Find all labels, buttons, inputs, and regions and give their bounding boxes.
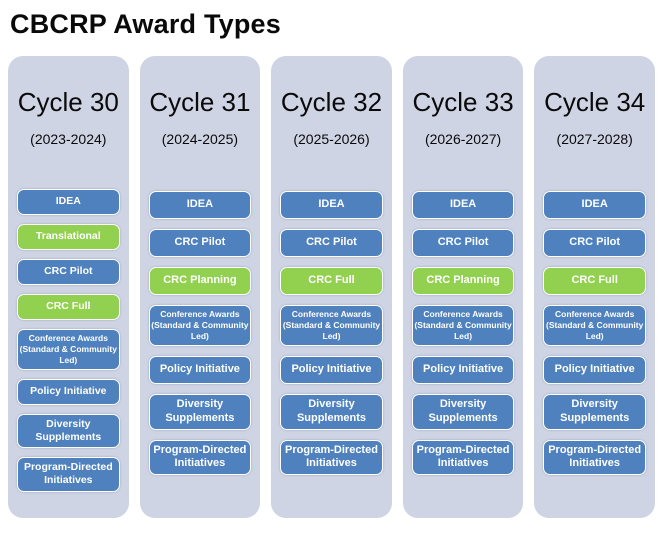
award-diversity-supplements: Diversity Supplements <box>17 414 120 449</box>
cycle-31-title: Cycle 31 <box>149 87 251 117</box>
award-diversity-supplements: Diversity Supplements <box>411 394 515 430</box>
cycle-32-years: (2025-2026) <box>293 130 370 147</box>
cycle-33-title: Cycle 33 <box>412 87 514 117</box>
award-idea: IDEA <box>543 190 646 219</box>
award-diversity-supplements: Diversity Supplements <box>148 394 252 430</box>
award-program-directed-initiatives: Program-Directed Initiatives <box>411 439 515 476</box>
award-diversity-supplements: Diversity Supplements <box>280 394 383 430</box>
award-program-directed-initiatives: Program-Directed Initiatives <box>543 439 646 476</box>
award-crc-pilot: CRC Pilot <box>17 258 120 285</box>
award-conference-awards-standard-community-led: Conference Awards (Standard & Community … <box>17 328 120 371</box>
page-title: CBCRP Award Types <box>10 9 281 39</box>
cycle-33-years: (2026-2027) <box>424 130 502 147</box>
award-crc-pilot: CRC Pilot <box>543 228 646 257</box>
award-program-directed-initiatives: Program-Directed Initiatives <box>17 457 120 492</box>
award-policy-initiative: Policy Initiative <box>280 356 383 385</box>
award-conference-awards-standard-community-led: Conference Awards (Standard & Community … <box>148 304 252 347</box>
award-program-directed-initiatives: Program-Directed Initiatives <box>148 439 252 476</box>
award-idea: IDEA <box>148 190 252 219</box>
award-crc-pilot: CRC Pilot <box>148 228 252 257</box>
award-idea: IDEA <box>280 190 383 219</box>
cycle-34-years: (2027-2028) <box>556 130 633 147</box>
award-conference-awards-standard-community-led: Conference Awards (Standard & Community … <box>411 304 515 347</box>
cycle-32-title: Cycle 32 <box>280 87 383 117</box>
award-crc-planning: CRC Planning <box>411 266 515 295</box>
cycle-31-years: (2024-2025) <box>161 130 239 147</box>
award-policy-initiative: Policy Initiative <box>148 356 252 385</box>
award-program-directed-initiatives: Program-Directed Initiatives <box>280 439 383 476</box>
award-conference-awards-standard-community-led: Conference Awards (Standard & Community … <box>543 304 646 347</box>
award-crc-pilot: CRC Pilot <box>411 228 515 257</box>
award-policy-initiative: Policy Initiative <box>543 356 646 385</box>
cycle-30-title: Cycle 30 <box>17 87 119 117</box>
award-idea: IDEA <box>17 188 120 215</box>
award-policy-initiative: Policy Initiative <box>411 356 515 385</box>
award-crc-planning: CRC Planning <box>148 266 252 295</box>
award-crc-full: CRC Full <box>280 266 383 295</box>
award-crc-full: CRC Full <box>17 293 120 320</box>
award-translational: Translational <box>17 223 120 250</box>
award-conference-awards-standard-community-led: Conference Awards (Standard & Community … <box>280 304 383 347</box>
award-crc-pilot: CRC Pilot <box>280 228 383 257</box>
cycle-34-title: Cycle 34 <box>544 87 646 117</box>
award-diversity-supplements: Diversity Supplements <box>543 394 646 430</box>
award-idea: IDEA <box>411 190 515 219</box>
cycle-30-years: (2023-2024) <box>30 130 107 147</box>
award-policy-initiative: Policy Initiative <box>17 379 120 406</box>
award-crc-full: CRC Full <box>543 266 646 295</box>
